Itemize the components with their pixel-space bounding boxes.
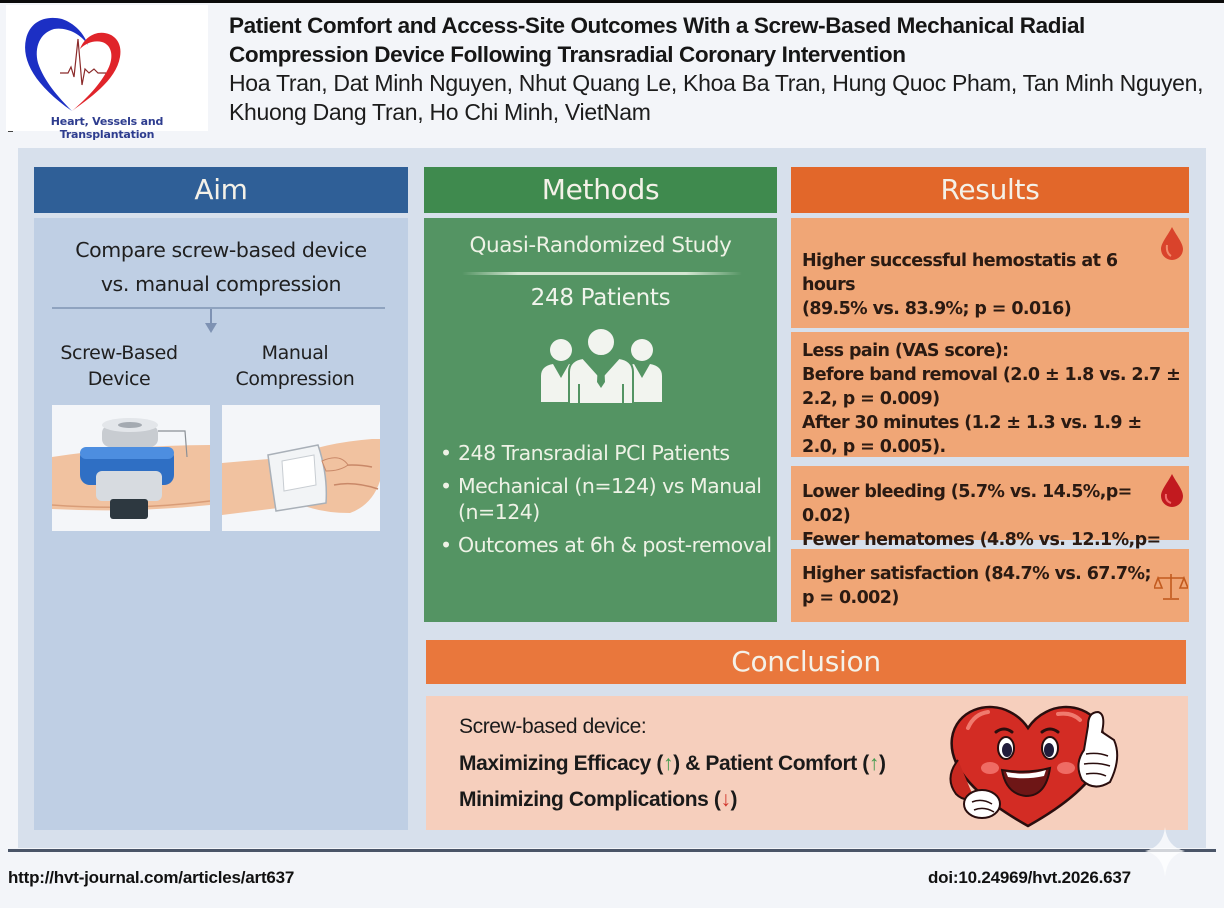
arrow-up-icon: ↑ <box>663 752 674 775</box>
top-border <box>0 0 1224 3</box>
result-line: Less pain (VAS score): <box>802 341 1009 361</box>
methods-bullet: 248 Transradial PCI Patients <box>440 440 775 466</box>
logo-dash <box>8 131 13 132</box>
balance-scale-icon <box>1154 574 1188 600</box>
blood-drop-icon <box>1161 474 1183 507</box>
result-card-hemostasis: Higher successful hemostatis at 6 hours … <box>791 218 1189 328</box>
article-title: Patient Comfort and Access-Site Outcomes… <box>229 13 1085 67</box>
label-line: Manual <box>261 342 329 364</box>
journal-logo: Heart, Vessels and Transplantation <box>6 5 208 141</box>
result-line: Higher successful hemostatis at 6 hours <box>802 251 1118 295</box>
sparkle-icon <box>1145 827 1185 877</box>
article-url[interactable]: http://hvt-journal.com/articles/art637 <box>8 868 295 887</box>
conclusion-text: Maximizing Efficacy ( <box>459 752 663 775</box>
aim-divider <box>52 307 385 309</box>
conclusion-panel: Screw-based device: Maximizing Efficacy … <box>426 696 1188 830</box>
blood-drop-icon <box>1161 227 1183 260</box>
conclusion-text: ) <box>878 752 886 775</box>
poster-divider <box>8 849 1216 852</box>
patient-count: 248 Patients <box>530 285 671 311</box>
group-of-people-icon <box>541 327 662 404</box>
journal-name: Heart, Vessels and Transplantation <box>50 115 164 141</box>
result-line: Before band removal (2.0 ± 1.8 vs. 2.7 ±… <box>802 365 1181 409</box>
result-text: Less pain (VAS score): Before band remov… <box>802 339 1182 459</box>
methods-heading: Methods <box>424 167 777 213</box>
screw-device-label: Screw-Based Device <box>34 340 204 392</box>
methods-divider <box>462 272 742 275</box>
result-line: (89.5% vs. 83.9%; p = 0.016) <box>802 299 1072 319</box>
conclusion-text: ) <box>730 788 738 811</box>
conclusion-complications-line: Minimizing Complications (↓) <box>459 788 738 812</box>
article-authors: Hoa Tran, Dat Minh Nguyen, Nhut Quang Le… <box>229 70 1204 125</box>
heart-ecg-logo-icon <box>25 17 121 112</box>
arrow-down-icon: ↓ <box>720 788 731 811</box>
arrow-down-icon <box>205 309 217 333</box>
aim-statement-line: Compare screw-based device <box>75 238 367 262</box>
result-text: Higher satisfaction (84.7% vs. 67.7%; p … <box>802 562 1152 610</box>
results-heading: Results <box>791 167 1189 213</box>
article-doi: doi:10.24969/hvt.2026.637 <box>928 868 1131 887</box>
result-card-pain: Less pain (VAS score): Before band remov… <box>791 332 1189 457</box>
result-card-satisfaction: Higher satisfaction (84.7% vs. 67.7%; p … <box>791 549 1189 622</box>
study-design: Quasi-Randomized Study <box>469 233 732 258</box>
methods-panel: Quasi-Randomized Study 248 Patients 248 … <box>424 218 777 622</box>
manual-compression-illustration-icon <box>222 439 380 515</box>
methods-bullet: Mechanical (n=124) vs Manual (n=124) <box>440 473 775 525</box>
conclusion-heading: Conclusion <box>426 640 1186 684</box>
result-card-bleeding: Lower bleeding (5.7% vs. 14.5%,p= 0.02) … <box>791 466 1189 574</box>
result-text: Higher successful hemostatis at 6 hours … <box>802 249 1162 321</box>
result-line: After 30 minutes (1.2 ± 1.3 vs. 1.9 ± 2.… <box>802 413 1142 457</box>
aim-panel: Compare screw-based device vs. manual co… <box>34 218 408 830</box>
heart-mascot-icon <box>949 705 1119 828</box>
label-line: Compression <box>235 368 355 390</box>
aim-statement: Compare screw-based device vs. manual co… <box>34 233 408 301</box>
aim-heading: Aim <box>34 167 408 213</box>
conclusion-intro: Screw-based device: <box>459 715 647 738</box>
screw-device-image <box>52 405 210 531</box>
label-line: Screw-Based <box>60 342 178 364</box>
methods-bullet: Outcomes at 6h & post-removal <box>440 532 775 558</box>
conclusion-text: ) & Patient Comfort ( <box>673 752 869 775</box>
aim-statement-line: vs. manual compression <box>100 272 342 296</box>
conclusion-efficacy-line: Maximizing Efficacy (↑) & Patient Comfor… <box>459 752 886 776</box>
conclusion-text: Minimizing Complications ( <box>459 788 721 811</box>
result-line: Lower bleeding (5.7% vs. 14.5%,p= 0.02) <box>802 482 1132 526</box>
manual-compression-label: Manual Compression <box>210 340 380 392</box>
manual-compression-image <box>222 405 380 531</box>
result-line: Higher satisfaction (84.7% vs. 67.7%; p … <box>802 564 1151 608</box>
methods-bullet-list: 248 Transradial PCI Patients Mechanical … <box>440 440 775 558</box>
label-line: Device <box>87 368 151 390</box>
screw-device-illustration-icon <box>52 418 210 519</box>
arrow-up-icon: ↑ <box>868 752 880 775</box>
